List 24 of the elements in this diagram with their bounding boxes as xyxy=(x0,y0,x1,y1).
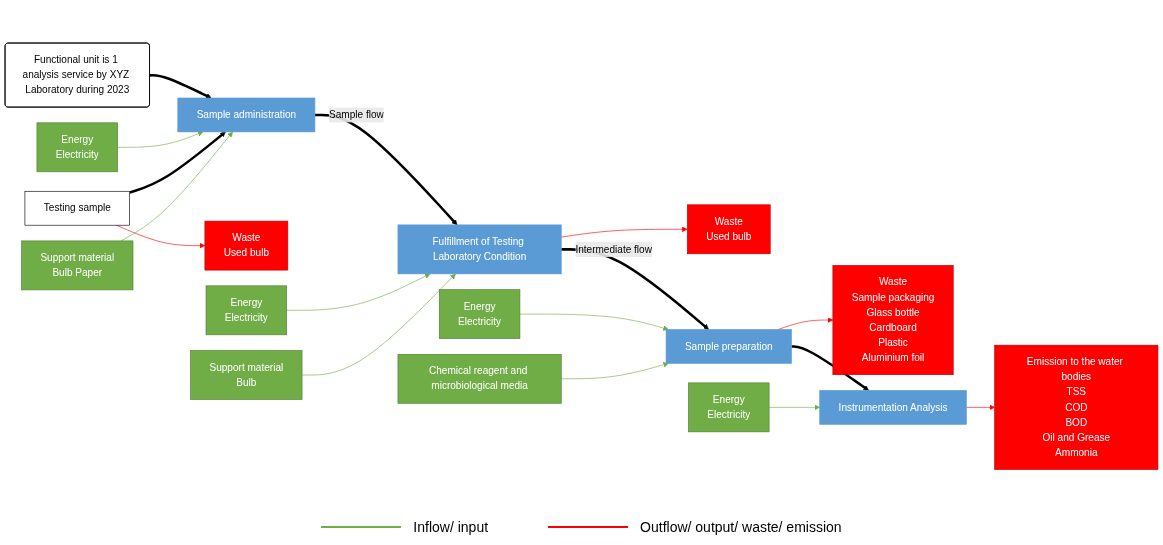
node-box: Sample preparation xyxy=(665,329,792,364)
node-box: Support material Bulb xyxy=(190,350,303,401)
node-box: Waste Used bulb xyxy=(204,221,289,271)
node-box: Testing sample xyxy=(24,191,130,226)
node-box: Energy Electricity xyxy=(36,122,118,173)
node-box: Fulfillment of Testing Laboratory Condition xyxy=(397,224,562,275)
arrow xyxy=(314,113,458,226)
node-box: Emission to the water bodies TSS COD BOD Oil and Grease Ammonia xyxy=(994,345,1159,471)
node-box: Instrumentation Analysis xyxy=(819,390,967,425)
node-box: Energy Electricity xyxy=(438,289,521,340)
node-box: Energy Electricity xyxy=(205,285,287,336)
arrow xyxy=(149,74,212,99)
node-box: Chemical reagent and microbiological media xyxy=(397,354,562,404)
arrow xyxy=(129,131,226,194)
node-box: Energy Electricity xyxy=(688,382,770,433)
arrow xyxy=(791,345,869,391)
legend-text: Outflow/ output/ waste/ emission xyxy=(640,519,842,535)
node-box: Sample administration xyxy=(177,97,316,133)
node-box: Support material Bulb Paper xyxy=(21,240,134,291)
node-box: Waste Sample packaging Glass bottle Cardboard Plastic Aluminium foil xyxy=(832,265,954,376)
edge-label: Intermediate flow xyxy=(575,243,652,255)
legend-text: Inflow/ input xyxy=(413,519,489,535)
node-box: Waste Used bulb xyxy=(686,204,771,255)
edge-label: Sample flow xyxy=(329,109,384,121)
